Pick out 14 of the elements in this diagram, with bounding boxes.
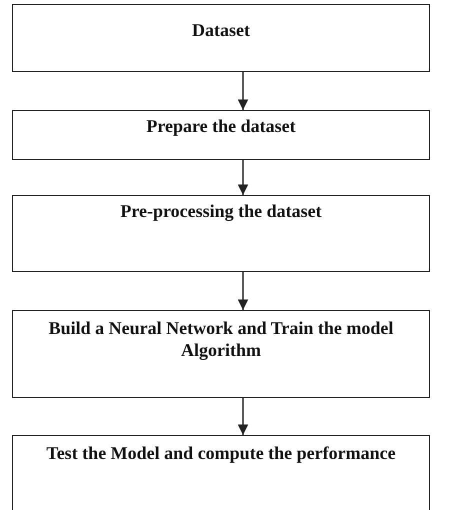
arrow [238, 398, 248, 435]
arrow [238, 272, 248, 310]
process-box [12, 195, 430, 272]
process-box [12, 435, 430, 510]
process-box [12, 110, 430, 160]
box-label: Prepare the dataset [146, 115, 296, 137]
box-label: Build a Neural Network and Train the model Algorithm [48, 317, 394, 361]
arrow [238, 72, 248, 110]
box-label: Pre-processing the dataset [120, 200, 322, 222]
arrow [238, 160, 248, 195]
box-label: Dataset [192, 19, 250, 41]
box-label: Test the Model and compute the performance [46, 442, 396, 464]
process-box [12, 4, 430, 72]
process-box [12, 310, 430, 398]
